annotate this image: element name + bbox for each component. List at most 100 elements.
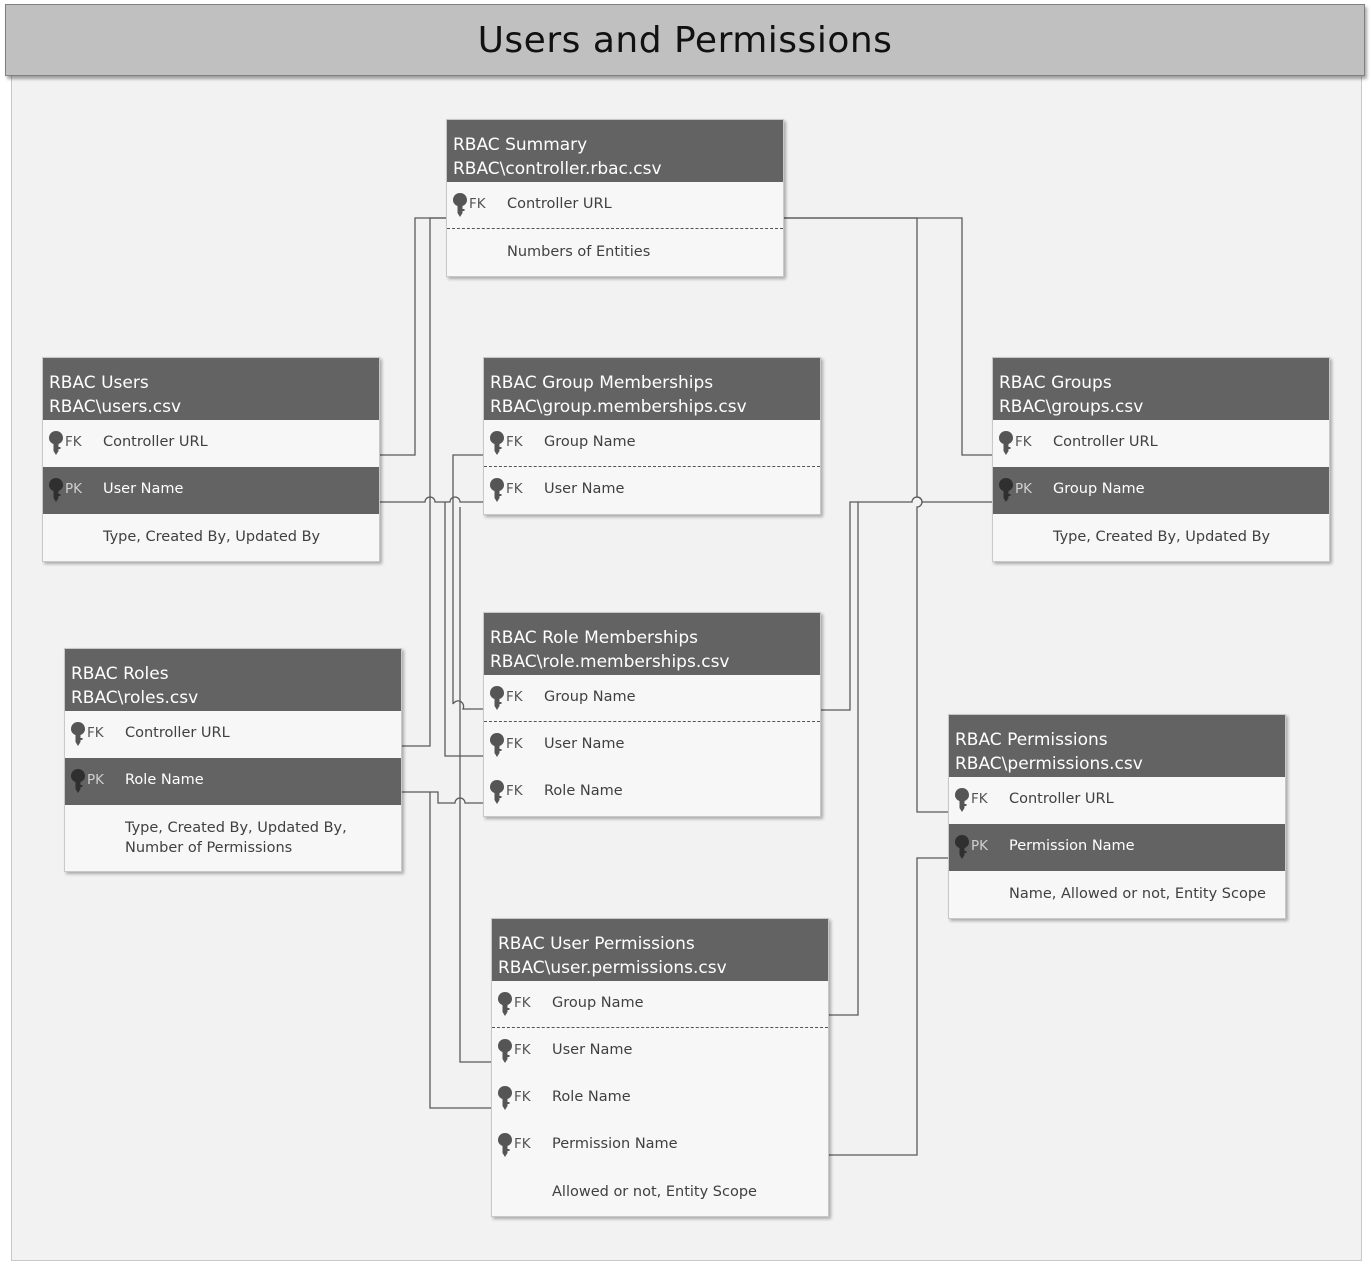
entity-rbac-roles[interactable]: RBAC Roles RBAC\roles.csv FK Controller … (64, 648, 402, 872)
key-icon (490, 780, 504, 804)
field-row[interactable]: FK User Name (484, 722, 820, 769)
entity-rbac-groups[interactable]: RBAC Groups RBAC\groups.csv FK Controlle… (992, 357, 1330, 562)
field-row[interactable]: FK User Name (492, 1028, 828, 1075)
entity-header: RBAC Groups RBAC\groups.csv (993, 358, 1329, 420)
field-row[interactable]: FK User Name (484, 467, 820, 514)
key-icon (49, 478, 63, 502)
key-icon (71, 722, 85, 746)
entity-name: RBAC Permissions (955, 730, 1108, 750)
field-row[interactable]: FK Controller URL (43, 420, 379, 467)
entity-rbac-group-memberships[interactable]: RBAC Group Memberships RBAC\group.member… (483, 357, 821, 515)
entity-header: RBAC Group Memberships RBAC\group.member… (484, 358, 820, 420)
key-type: FK (514, 995, 531, 1011)
entity-rbac-users[interactable]: RBAC Users RBAC\users.csv FK Controller … (42, 357, 380, 562)
key-type: FK (506, 434, 523, 450)
field-name: Permission Name (1009, 838, 1135, 854)
field-name: Group Name (552, 995, 644, 1011)
key-icon (999, 431, 1013, 455)
key-icon (498, 1086, 512, 1110)
field-row[interactable]: Type, Created By, Updated By, Number of … (65, 805, 401, 871)
field-row[interactable]: FK Group Name (484, 675, 820, 722)
field-name: Role Name (544, 783, 623, 799)
field-name: Type, Created By, Updated By (103, 529, 321, 545)
diagram-title-bar: Users and Permissions (5, 4, 1365, 76)
key-icon (498, 992, 512, 1016)
entity-file: RBAC\users.csv (49, 397, 182, 417)
field-name: Type, Created By, Updated By (1053, 529, 1271, 545)
field-row[interactable]: Name, Allowed or not, Entity Scope (949, 871, 1285, 918)
field-name: Name, Allowed or not, Entity Scope (1009, 886, 1266, 902)
entity-header: RBAC User Permissions RBAC\user.permissi… (492, 919, 828, 981)
entity-rbac-role-memberships[interactable]: RBAC Role Memberships RBAC\role.membersh… (483, 612, 821, 817)
entity-rbac-summary[interactable]: RBAC Summary RBAC\controller.rbac.csv FK… (446, 119, 784, 277)
field-row[interactable]: Type, Created By, Updated By (993, 514, 1329, 561)
key-type: PK (1015, 481, 1032, 497)
key-icon (999, 478, 1013, 502)
entity-header: RBAC Role Memberships RBAC\role.membersh… (484, 613, 820, 675)
key-type: FK (1015, 434, 1032, 450)
entity-header: RBAC Users RBAC\users.csv (43, 358, 379, 420)
field-name: Type, Created By, Updated By, Number of … (125, 820, 347, 856)
key-icon (490, 431, 504, 455)
field-row[interactable]: Numbers of Entities (447, 229, 783, 276)
entity-rbac-user-permissions[interactable]: RBAC User Permissions RBAC\user.permissi… (491, 918, 829, 1217)
field-row[interactable]: FK Group Name (484, 420, 820, 467)
entity-rbac-permissions[interactable]: RBAC Permissions RBAC\permissions.csv FK… (948, 714, 1286, 919)
field-row[interactable]: FK Permission Name (492, 1122, 828, 1169)
entity-header: RBAC Permissions RBAC\permissions.csv (949, 715, 1285, 777)
entity-name: RBAC User Permissions (498, 934, 695, 954)
key-icon (490, 733, 504, 757)
key-icon (498, 1133, 512, 1157)
field-row-primary-key[interactable]: PK User Name (43, 467, 379, 514)
key-type: FK (87, 725, 104, 741)
field-name: Controller URL (1053, 434, 1158, 450)
key-type: FK (971, 791, 988, 807)
key-icon (490, 686, 504, 710)
key-type: FK (469, 196, 486, 212)
entity-name: RBAC Role Memberships (490, 628, 699, 648)
key-type: FK (514, 1136, 531, 1152)
key-icon (955, 788, 969, 812)
entity-file: RBAC\controller.rbac.csv (453, 159, 662, 179)
field-name: Role Name (552, 1089, 631, 1105)
key-icon (955, 835, 969, 859)
field-row[interactable]: FK Controller URL (447, 182, 783, 229)
entity-header: RBAC Roles RBAC\roles.csv (65, 649, 401, 711)
field-name: User Name (544, 736, 625, 752)
entity-name: RBAC Roles (71, 664, 169, 684)
entity-file: RBAC\permissions.csv (955, 754, 1143, 774)
field-name: Group Name (544, 434, 636, 450)
field-row[interactable]: Type, Created By, Updated By (43, 514, 379, 561)
field-name: User Name (103, 481, 184, 497)
field-name: Group Name (544, 689, 636, 705)
key-type: FK (65, 434, 82, 450)
field-name: Permission Name (552, 1136, 678, 1152)
key-type: FK (506, 689, 523, 705)
field-name: User Name (552, 1042, 633, 1058)
key-icon (498, 1039, 512, 1063)
field-row[interactable]: Allowed or not, Entity Scope (492, 1169, 828, 1216)
field-row[interactable]: FK Group Name (492, 981, 828, 1028)
entity-name: RBAC Users (49, 373, 149, 393)
key-type: PK (65, 481, 82, 497)
field-row-primary-key[interactable]: PK Permission Name (949, 824, 1285, 871)
field-name: Controller URL (507, 196, 612, 212)
key-type: PK (971, 838, 988, 854)
diagram-title: Users and Permissions (477, 19, 893, 61)
entity-file: RBAC\user.permissions.csv (498, 958, 727, 978)
field-name: Numbers of Entities (507, 244, 651, 260)
key-type: FK (506, 481, 523, 497)
field-row[interactable]: FK Role Name (492, 1075, 828, 1122)
field-name: Allowed or not, Entity Scope (552, 1184, 757, 1200)
field-row[interactable]: FK Controller URL (949, 777, 1285, 824)
field-name: Controller URL (125, 725, 230, 741)
field-row[interactable]: FK Controller URL (993, 420, 1329, 467)
field-row-primary-key[interactable]: PK Group Name (993, 467, 1329, 514)
entity-name: RBAC Group Memberships (490, 373, 714, 393)
key-icon (453, 193, 467, 217)
key-type: FK (514, 1042, 531, 1058)
field-row-primary-key[interactable]: PK Role Name (65, 758, 401, 805)
field-row[interactable]: FK Controller URL (65, 711, 401, 758)
field-name: Role Name (125, 772, 204, 788)
field-row[interactable]: FK Role Name (484, 769, 820, 816)
